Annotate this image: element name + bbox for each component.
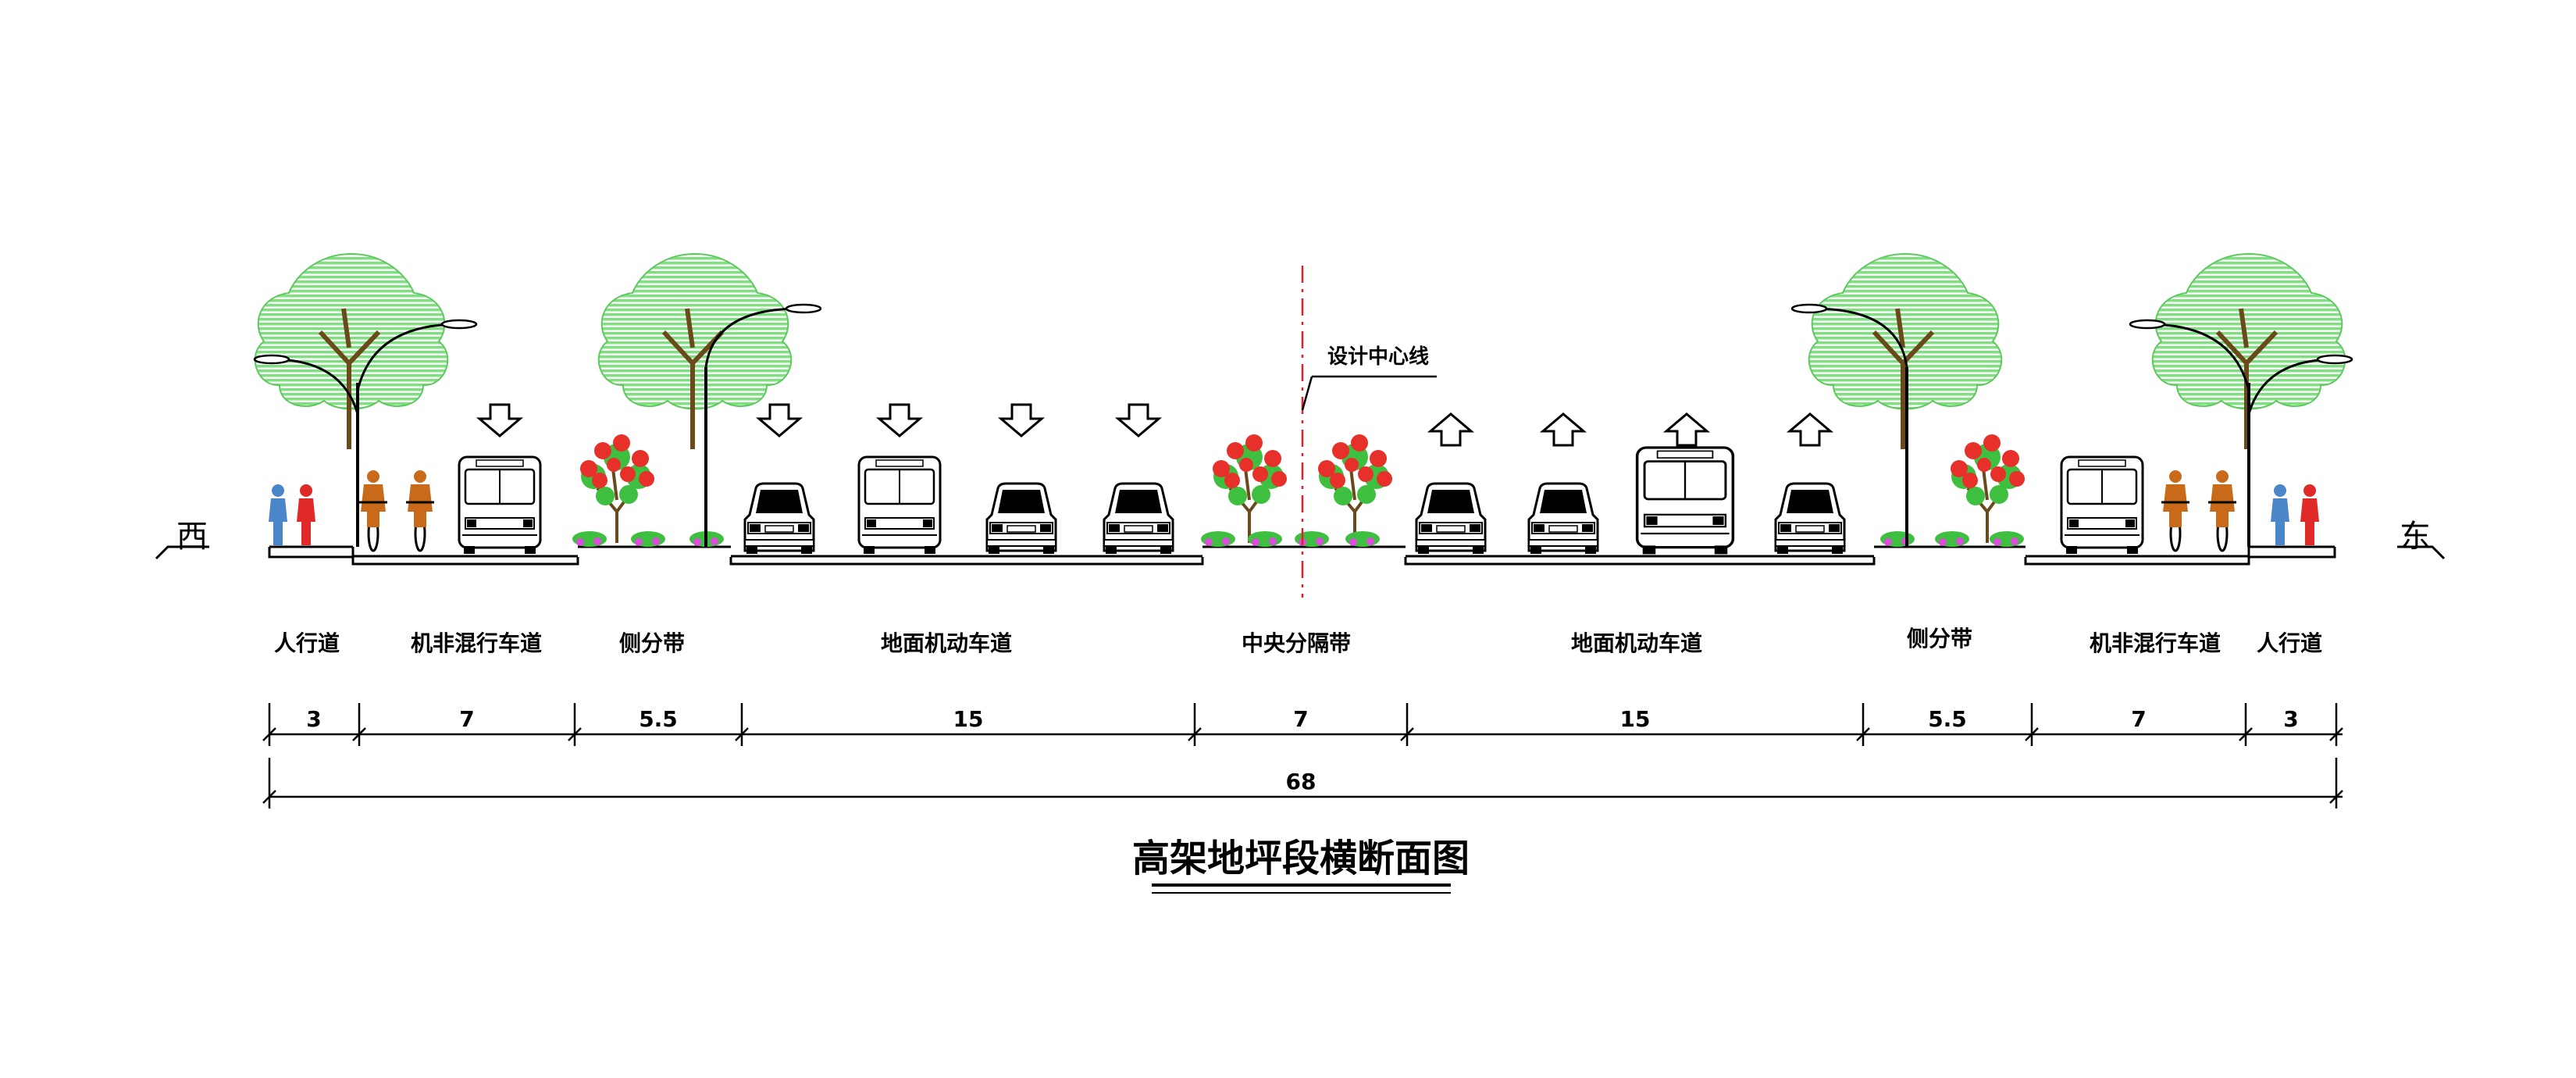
trees [255,254,2346,449]
section-label: 中央分隔带 [1242,630,1351,656]
cyclist-icon [2160,469,2191,552]
arrow-down-icon [999,403,1043,437]
tree-icon [255,254,448,449]
dimension-value: 7 [1293,706,1308,732]
section-label: 地面机动车道 [1571,630,1702,656]
west-label: 西 [176,519,208,555]
pedestrian-icon [2271,484,2289,545]
section-label: 机非混行车道 [411,630,542,656]
east-label: 东 [2400,519,2431,555]
flower-shrub-icon [1317,433,1394,544]
dimension-value: 15 [953,706,984,732]
car-icon [985,482,1057,555]
total-width: 68 [1286,769,1317,794]
section-label: 人行道 [2257,630,2322,656]
car-icon [1527,482,1599,555]
direction-arrows [478,403,1832,447]
direction-east: 东 [2397,519,2446,560]
dimension-value: 7 [2131,706,2146,732]
dimension-total [262,758,2343,808]
section-label: 侧分带 [1907,626,1972,651]
bus-icon [2060,455,2144,555]
arrow-down-icon [478,403,522,437]
bus-icon [1635,446,1735,556]
arrow-up-icon [1541,412,1585,447]
arrow-down-icon [757,403,801,437]
dimension-value: 3 [2283,706,2298,732]
flower-shrub-icon [579,433,656,544]
pedestrian-icon [269,484,287,545]
section-label: 机非混行车道 [2090,630,2221,656]
car-icon [1103,482,1174,555]
arrow-up-icon [1429,412,1473,447]
cyclist-icon [404,469,436,552]
cyclist-icon [2207,469,2238,552]
section-label: 人行道 [274,630,340,656]
car-icon [1415,482,1487,555]
arrow-down-icon [1117,403,1160,437]
bus-icon [857,455,942,555]
section-labels: 人行道 机非混行车道 侧分带 地面机动车道 中央分隔带 地面机动车道 侧分带 机… [274,626,2322,656]
flower-shrub-icon [1211,433,1288,544]
car-icon [1774,482,1846,555]
design-centerline: 设计中心线 [1301,266,1437,598]
arrow-down-icon [878,403,921,437]
centerline-label: 设计中心线 [1327,345,1429,369]
section-label: 地面机动车道 [881,630,1012,656]
flower-shrub-icon [1949,433,2026,544]
car-icon [743,482,815,555]
pedestrian-icon [297,484,315,545]
section-label: 侧分带 [619,630,685,656]
dimension-value: 7 [459,706,474,732]
cyclist-icon [358,469,389,552]
pedestrian-icon [2300,484,2319,545]
arrow-up-icon [1788,412,1832,447]
bus-icon [458,455,542,555]
arrow-up-icon [1665,412,1708,447]
dimension-value: 3 [306,706,321,732]
road-surface [268,545,2336,566]
dimension-sections [262,703,2343,746]
dimension-value: 5.5 [1928,706,1967,732]
drawing-title: 高架地坪段横断面图 [1132,837,1470,880]
dimension-value: 15 [1620,706,1651,732]
dimension-value: 5.5 [639,706,678,732]
direction-west: 西 [155,519,209,560]
dimension-values: 3 7 5.5 15 7 15 5.5 7 3 [306,706,2298,732]
drawing-title-block: 高架地坪段横断面图 [1132,837,1470,894]
